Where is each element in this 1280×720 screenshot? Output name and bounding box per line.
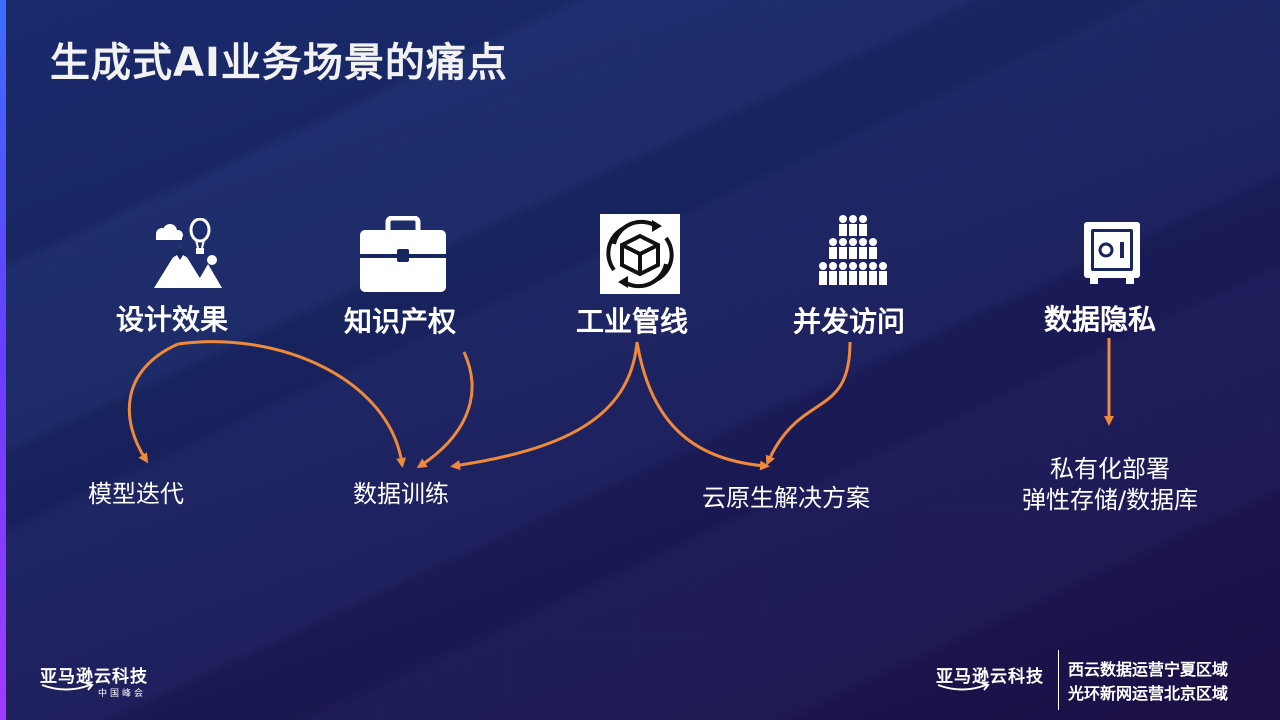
category-concurrent-access: 并发访问: [793, 305, 906, 338]
footer-logo-summit: 亚马逊云科技 中国峰会: [40, 662, 148, 699]
left-accent-bar: [0, 0, 6, 720]
briefcase-icon: [358, 215, 448, 298]
category-intellectual-property: 知识产权: [344, 305, 457, 338]
footer-region-ningxia: 西云数据运营宁夏区域: [1068, 660, 1229, 679]
footer-left-summit: 中国峰会: [98, 689, 147, 699]
category-design-effect: 设计效果: [116, 303, 229, 336]
outcome-model-iteration: 模型迭代: [88, 480, 184, 508]
safe-icon: [1082, 220, 1142, 290]
outcome-private-deployment: 私有化部署 弹性存储/数据库: [1000, 454, 1220, 516]
page-title: 生成式AI业务场景的痛点: [50, 40, 508, 86]
crowd-icon: [818, 214, 888, 296]
footer-divider: [1058, 650, 1059, 710]
outcome-cloud-native: 云原生解决方案: [702, 484, 870, 512]
outcome-private-line1: 私有化部署: [1050, 455, 1170, 483]
footer-left-brand: 亚马逊云科技: [40, 667, 148, 687]
arrow-design-to-training: [177, 340, 407, 468]
footer-region-beijing: 光环新网运营北京区域: [1068, 684, 1229, 703]
arrow-design-to-model: [127, 342, 179, 464]
arrow-ip-to-training: [416, 351, 474, 469]
mountain-balloon-icon: [150, 217, 222, 294]
arrow-access-to-cloud: [765, 341, 852, 466]
outcome-data-training: 数据训练: [353, 480, 449, 508]
footer-right-brand: 亚马逊云科技: [936, 667, 1044, 687]
arrow-pipeline-to-training: [450, 341, 639, 471]
smile-arrow-icon: [41, 682, 94, 691]
category-data-privacy: 数据隐私: [1044, 303, 1157, 336]
footer-logo-right: 亚马逊云科技: [936, 662, 1044, 691]
arrow-pipeline-to-cloud: [635, 341, 770, 471]
cube-cycle-icon: [600, 214, 680, 298]
outcome-private-line2: 弹性存储/数据库: [1021, 486, 1199, 515]
smile-arrow-icon-right: [937, 682, 990, 691]
category-industrial-pipeline: 工业管线: [576, 305, 689, 338]
